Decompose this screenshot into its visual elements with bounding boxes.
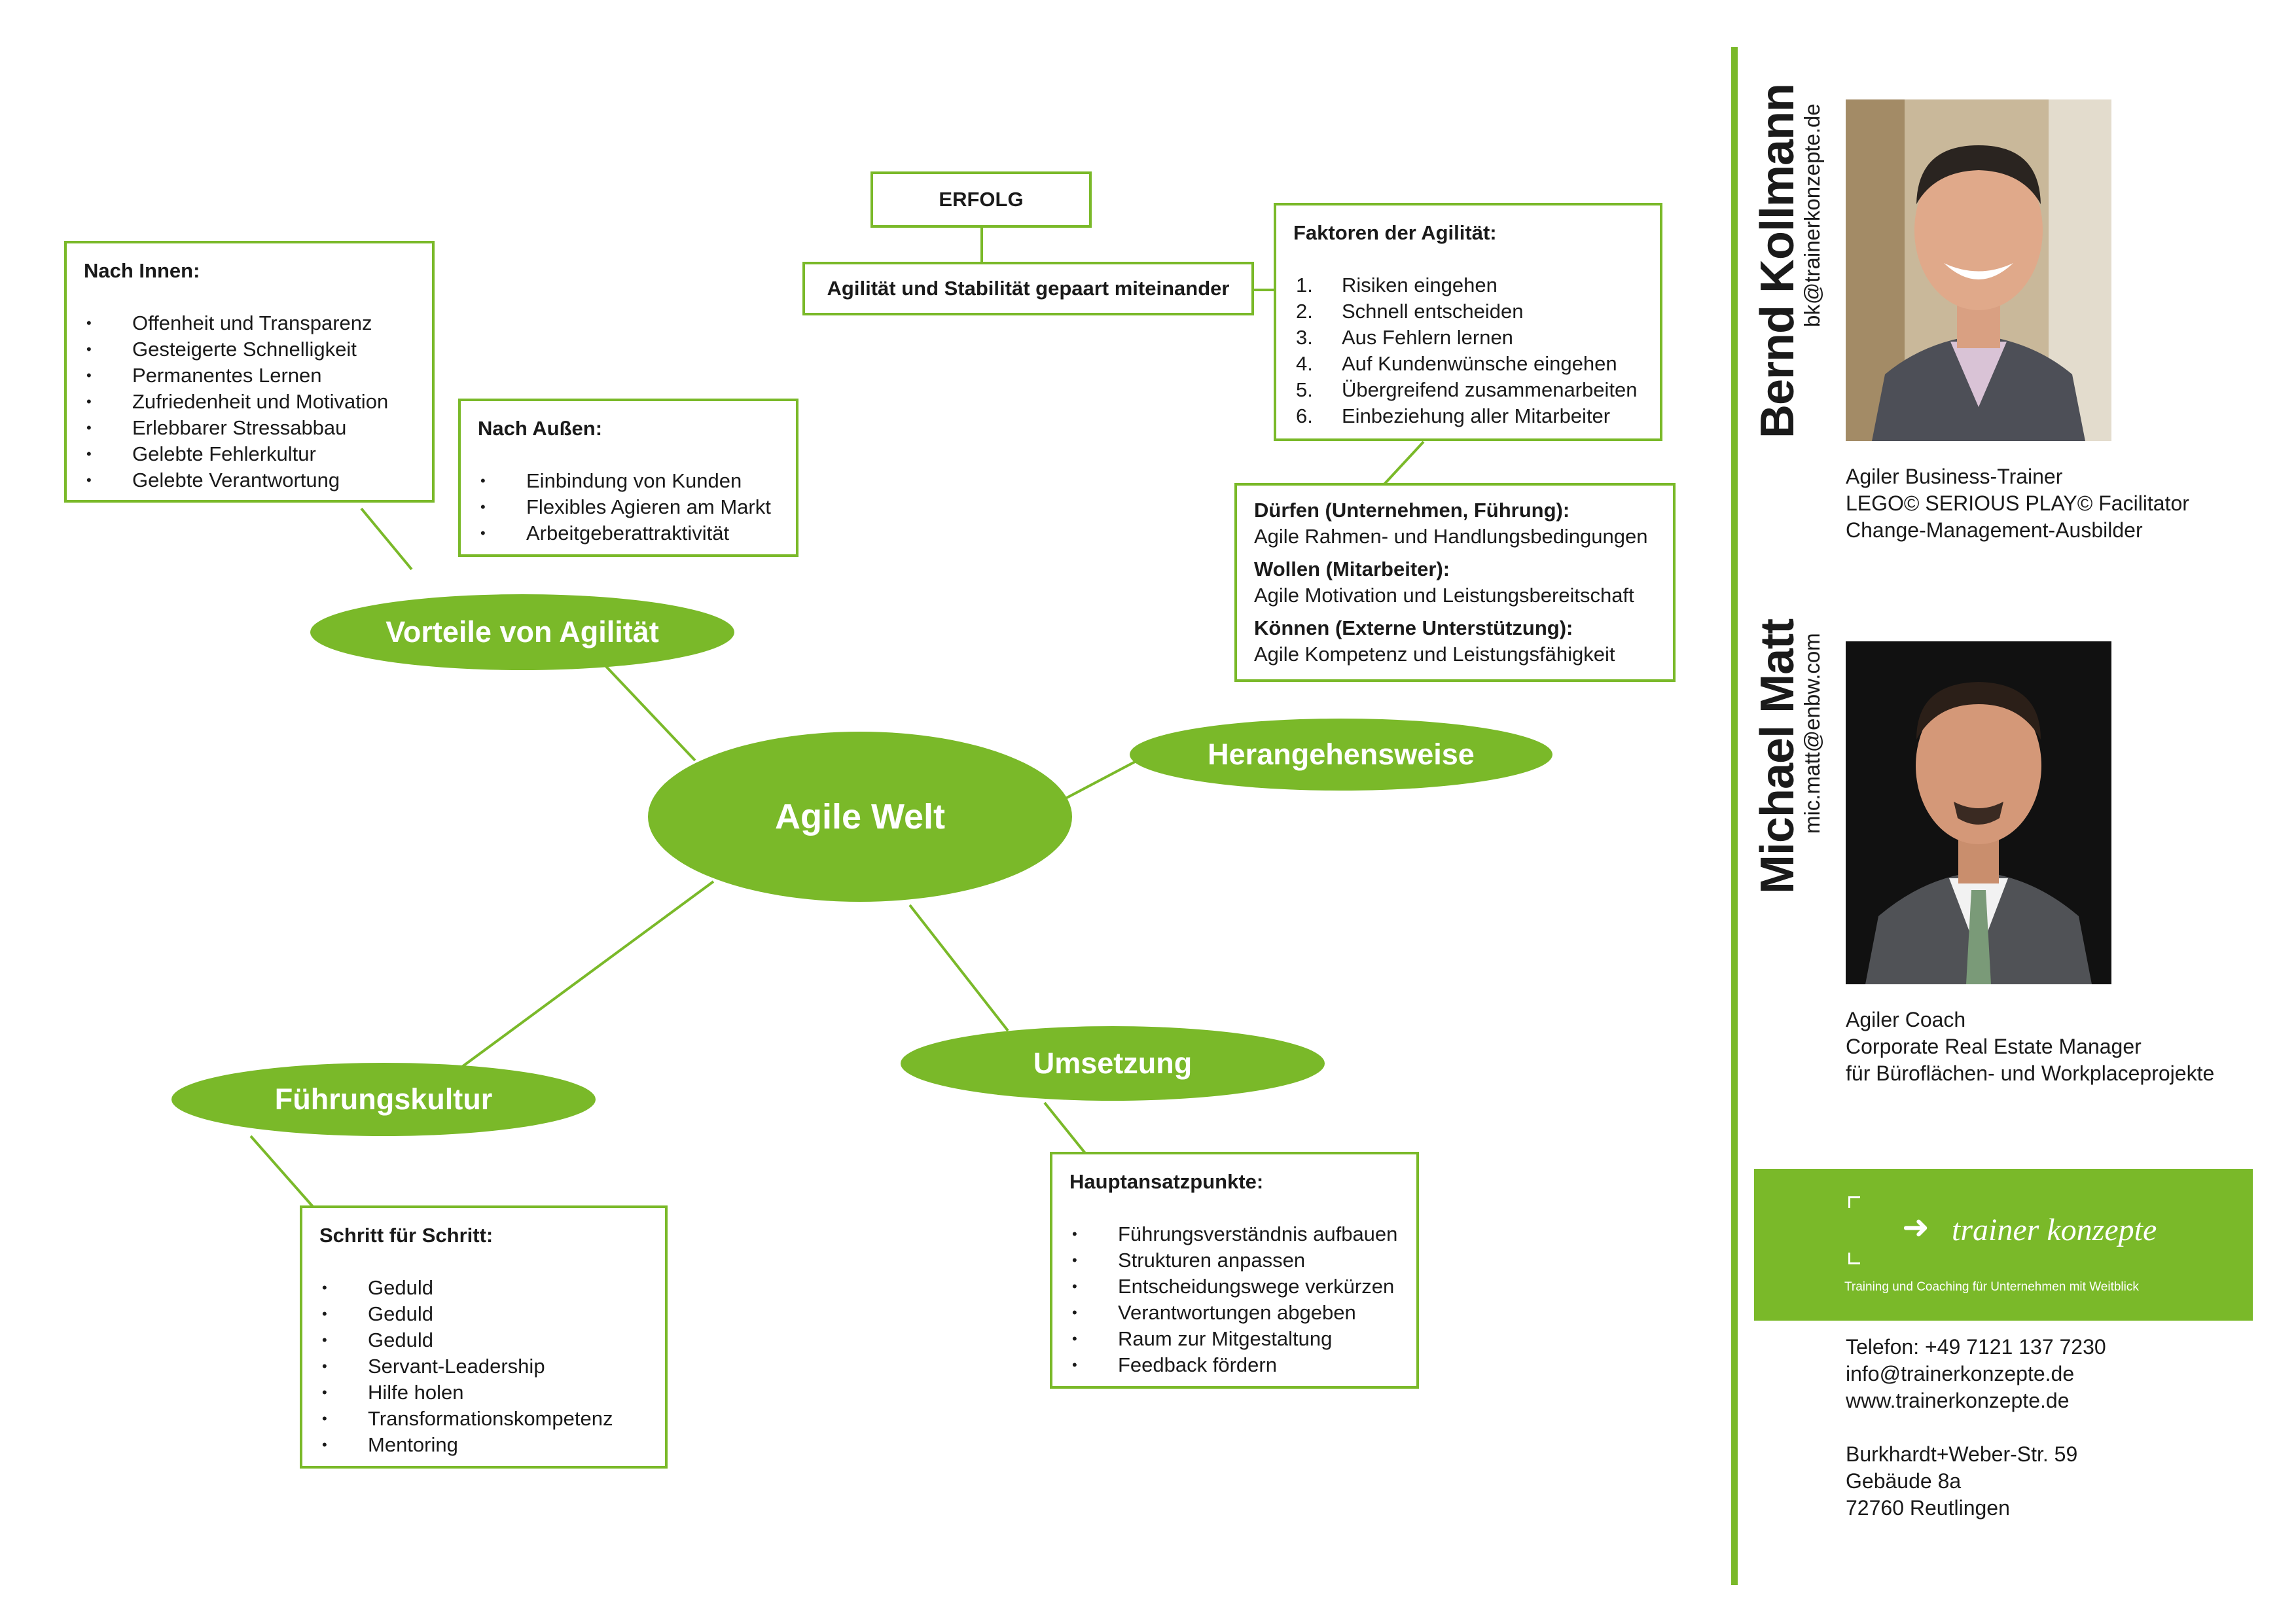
- address-line: Burkhardt+Weber-Str. 59: [1846, 1442, 2078, 1466]
- list-item: Gelebte Fehlerkultur: [84, 441, 415, 467]
- person-name-michael: Michael Matt: [1751, 618, 1804, 894]
- list-item: Flexibles Agieren am Markt: [478, 494, 779, 520]
- list-item: Transformationskompetenz: [319, 1406, 648, 1432]
- person-photo-michael: [1846, 641, 2111, 984]
- list-item: Servant-Leadership: [319, 1353, 648, 1380]
- list-item: Führungsverständnis aufbauen: [1069, 1221, 1399, 1247]
- role-line: Corporate Real Estate Manager: [1846, 1035, 2142, 1058]
- list-item: Geduld: [319, 1301, 648, 1327]
- role-line: für Büroflächen- und Workplaceprojekte: [1846, 1061, 2215, 1085]
- hauptansatz-list: Führungsverständnis aufbauen Strukturen …: [1069, 1221, 1399, 1378]
- list-item: Raum zur Mitgestaltung: [1069, 1326, 1399, 1352]
- contact-phone[interactable]: Telefon: +49 7121 137 7230: [1846, 1335, 2106, 1359]
- section-heading: Dürfen (Unternehmen, Führung):: [1254, 499, 1570, 522]
- node-umsetzung-label: Umsetzung: [1033, 1046, 1193, 1080]
- box-nach-innen: Nach Innen: Offenheit und Transparenz Ge…: [64, 241, 435, 503]
- address-line: Gebäude 8a: [1846, 1469, 1962, 1493]
- node-fuehrungskultur-label: Führungskultur: [274, 1082, 493, 1116]
- node-vorteile-label: Vorteile von Agilität: [386, 615, 659, 649]
- list-item: Gelebte Verantwortung: [84, 467, 415, 493]
- person-email-michael[interactable]: mic.matt@enbw.com: [1800, 633, 1824, 834]
- list-item: Geduld: [319, 1275, 648, 1301]
- list-item: 5.Übergreifend zusammenarbeiten: [1296, 378, 1638, 401]
- box-schritt-fuer-schritt: Schritt für Schritt: Geduld Geduld Gedul…: [300, 1205, 668, 1469]
- list-item: Verantwortungen abgeben: [1069, 1300, 1399, 1326]
- role-line: Agiler Coach: [1846, 1008, 1966, 1031]
- box-schritt-title: Schritt für Schritt:: [319, 1224, 493, 1247]
- role-line: LEGO© SERIOUS PLAY© Facilitator: [1846, 491, 2189, 515]
- node-fuehrungskultur[interactable]: Führungskultur: [171, 1063, 596, 1136]
- erfolg-title: ERFOLG: [939, 188, 1024, 211]
- node-herangehensweise-label: Herangehensweise: [1208, 738, 1475, 771]
- contact-email[interactable]: info@trainerkonzepte.de: [1846, 1362, 2075, 1385]
- divider-bar: [1731, 47, 1738, 1585]
- list-item: 4.Auf Kundenwünsche eingehen: [1296, 352, 1617, 375]
- nach-innen-list: Offenheit und Transparenz Gesteigerte Sc…: [84, 310, 415, 493]
- list-item: 2.Schnell entscheiden: [1296, 300, 1524, 323]
- box-nach-aussen: Nach Außen: Einbindung von Kunden Flexib…: [458, 399, 798, 557]
- list-item: Geduld: [319, 1327, 648, 1353]
- section-heading: Können (Externe Unterstützung):: [1254, 616, 1573, 639]
- box-faktoren: Faktoren der Agilität: 1.Risiken eingehe…: [1274, 203, 1662, 441]
- box-hauptansatz-title: Hauptansatzpunkte:: [1069, 1170, 1264, 1193]
- address-line: 72760 Reutlingen: [1846, 1496, 2010, 1520]
- list-item: Offenheit und Transparenz: [84, 310, 415, 336]
- node-umsetzung[interactable]: Umsetzung: [901, 1026, 1325, 1101]
- list-item: Erlebbarer Stressabbau: [84, 415, 415, 441]
- brand-name: trainer konzepte: [1952, 1213, 2157, 1247]
- contact-block: Telefon: +49 7121 137 7230 info@trainerk…: [1846, 1334, 2106, 1522]
- list-item: Gesteigerte Schnelligkeit: [84, 336, 415, 363]
- list-item: Entscheidungswege verkürzen: [1069, 1274, 1399, 1300]
- center-node[interactable]: Agile Welt: [648, 732, 1072, 902]
- section-text: Agile Motivation und Leistungsbereitscha…: [1254, 584, 1634, 607]
- list-item: Einbindung von Kunden: [478, 468, 779, 494]
- list-item: Feedback fördern: [1069, 1352, 1399, 1378]
- list-item: 1.Risiken eingehen: [1296, 274, 1498, 296]
- person-photo-bernd: [1846, 99, 2111, 441]
- list-item: 6.Einbeziehung aller Mitarbeiter: [1296, 404, 1611, 427]
- person-roles-bernd: Agiler Business-Trainer LEGO© SERIOUS PL…: [1846, 463, 2189, 544]
- box-nach-aussen-title: Nach Außen:: [478, 417, 603, 440]
- arrow-right-icon: ➜: [1902, 1209, 1929, 1245]
- brand-banner: ➜ trainer konzepte Training und Coaching…: [1754, 1169, 2253, 1321]
- list-item: 3.Aus Fehlern lernen: [1296, 326, 1513, 349]
- brand-tagline: Training und Coaching für Unternehmen mi…: [1844, 1280, 2139, 1294]
- person-name-bernd: Bernd Kollmann: [1751, 83, 1804, 438]
- nach-aussen-list: Einbindung von Kunden Flexibles Agieren …: [478, 468, 779, 546]
- list-item: Strukturen anpassen: [1069, 1247, 1399, 1274]
- faktoren-list: 1.Risiken eingehen 2.Schnell entscheiden…: [1293, 272, 1643, 429]
- role-line: Agiler Business-Trainer: [1846, 465, 2063, 488]
- contact-spacer: [1846, 1414, 2106, 1441]
- list-item: Zufriedenheit und Motivation: [84, 389, 415, 415]
- box-hauptansatzpunkte: Hauptansatzpunkte: Führungsverständnis a…: [1050, 1152, 1419, 1389]
- box-erfolg: ERFOLG: [870, 171, 1092, 228]
- node-vorteile[interactable]: Vorteile von Agilität: [310, 594, 734, 670]
- role-line: Change-Management-Ausbilder: [1846, 518, 2143, 542]
- erfolg-subtitle: Agilität und Stabilität gepaart miteinan…: [827, 277, 1230, 300]
- list-item: Mentoring: [319, 1432, 648, 1458]
- corner-mark: [1848, 1253, 1860, 1264]
- section-text: Agile Kompetenz und Leistungsfähigkeit: [1254, 643, 1615, 666]
- contact-web[interactable]: www.trainerkonzepte.de: [1846, 1389, 2070, 1412]
- schritt-list: Geduld Geduld Geduld Servant-Leadership …: [319, 1275, 648, 1458]
- box-duerfen-wollen-koennen: Dürfen (Unternehmen, Führung): Agile Rah…: [1234, 483, 1676, 682]
- center-label: Agile Welt: [774, 797, 946, 836]
- box-agilitaet-stabilitaet: Agilität und Stabilität gepaart miteinan…: [802, 262, 1254, 315]
- box-nach-innen-title: Nach Innen:: [84, 259, 200, 282]
- node-herangehensweise[interactable]: Herangehensweise: [1130, 719, 1552, 791]
- list-item: Arbeitgeberattraktivität: [478, 520, 779, 546]
- corner-mark: [1848, 1196, 1860, 1208]
- person-roles-michael: Agiler Coach Corporate Real Estate Manag…: [1846, 1007, 2214, 1087]
- section-heading: Wollen (Mitarbeiter):: [1254, 558, 1450, 580]
- list-item: Hilfe holen: [319, 1380, 648, 1406]
- section-text: Agile Rahmen- und Handlungsbedingungen: [1254, 525, 1648, 548]
- person-email-bernd[interactable]: bk@trainerkonzepte.de: [1800, 103, 1824, 327]
- list-item: Permanentes Lernen: [84, 363, 415, 389]
- box-faktoren-title: Faktoren der Agilität:: [1293, 221, 1497, 244]
